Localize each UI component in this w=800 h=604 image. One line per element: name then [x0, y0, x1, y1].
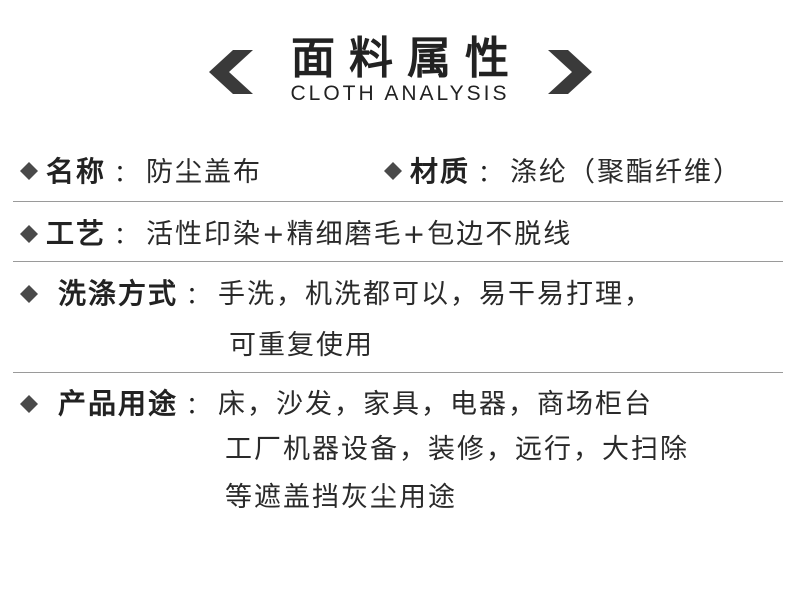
usage-line-2: 工厂机器设备，装修，远行，大扫除: [225, 434, 689, 465]
diamond-icon: [20, 395, 38, 413]
washing-label: 洗涤方式: [58, 277, 179, 310]
divider: [13, 372, 783, 373]
diamond-icon: [384, 162, 402, 180]
usage-line-3: 等遮盖挡灰尘用途: [225, 482, 457, 513]
row-craft: 工艺：活性印染+精细磨毛+包边不脱线: [0, 212, 800, 262]
row-name-material: 名称：防尘盖布 材质：涤纶（聚酯纤维）: [0, 150, 800, 200]
usage-line-1: 床，沙发，家具，电器，商场柜台: [218, 389, 654, 420]
row-washing: 洗涤方式：手洗，机洗都可以，易干易打理， 可重复使用: [0, 272, 800, 370]
name-field: 名称：防尘盖布: [46, 154, 262, 191]
washing-line-1: 手洗，机洗都可以，易干易打理，: [218, 279, 654, 310]
row-usage: 产品用途：床，沙发，家具，电器，商场柜台 工厂机器设备，装修，远行，大扫除 等遮…: [0, 384, 800, 524]
diamond-icon: [20, 225, 38, 243]
divider: [13, 261, 783, 262]
usage-colon: ：: [186, 391, 211, 419]
material-field: 材质：涤纶（聚酯纤维）: [410, 154, 742, 191]
craft-value: 活性印染+精细磨毛+包边不脱线: [146, 219, 573, 250]
washing-field: 洗涤方式：手洗，机洗都可以，易干易打理，: [58, 276, 653, 313]
material-value: 涤纶（聚酯纤维）: [510, 157, 743, 188]
craft-label: 工艺: [46, 217, 107, 250]
header: 面料属性 CLOTH ANALYSIS: [0, 0, 800, 130]
chevron-left-icon: [209, 50, 253, 94]
craft-field: 工艺：活性印染+精细磨毛+包边不脱线: [46, 216, 572, 253]
washing-line-2: 可重复使用: [229, 330, 374, 361]
page-title: 面料属性: [291, 33, 523, 84]
divider: [13, 201, 783, 202]
usage-label: 产品用途: [58, 387, 179, 420]
chevron-right-icon: [548, 50, 592, 94]
washing-colon: ：: [186, 281, 211, 309]
usage-field: 产品用途：床，沙发，家具，电器，商场柜台: [58, 386, 653, 423]
name-label: 名称: [46, 155, 107, 188]
material-colon: ：: [478, 159, 503, 187]
craft-colon: ：: [114, 221, 139, 249]
diamond-icon: [20, 162, 38, 180]
page-subtitle: CLOTH ANALYSIS: [290, 82, 510, 105]
material-label: 材质: [410, 155, 471, 188]
diamond-icon: [20, 285, 38, 303]
name-colon: ：: [114, 159, 139, 187]
name-value: 防尘盖布: [146, 157, 263, 188]
